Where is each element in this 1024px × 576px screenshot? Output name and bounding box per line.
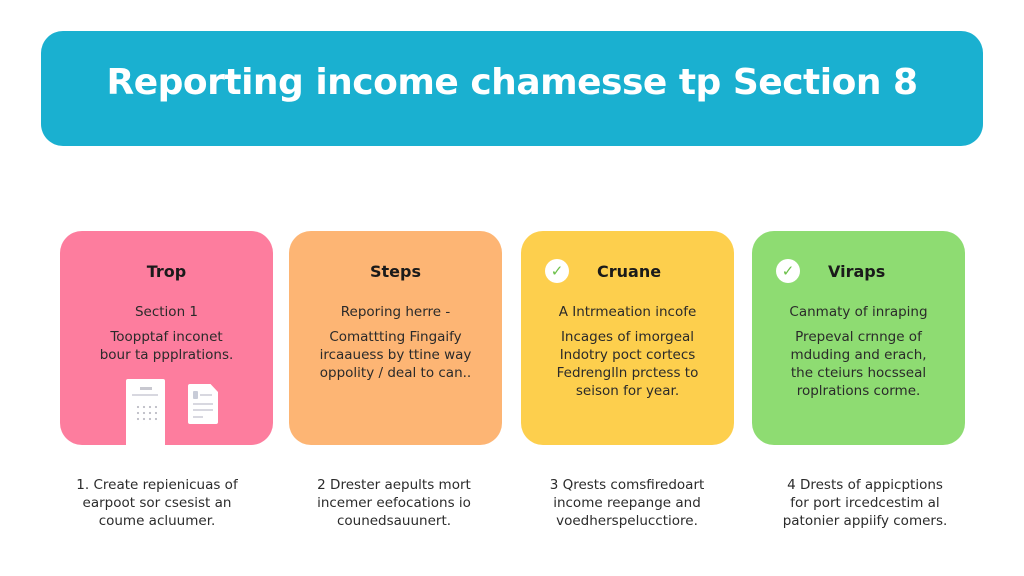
- check-circle-icon: ✓: [776, 259, 800, 283]
- card-lead: Reporing herre -: [340, 304, 451, 320]
- card-title: Trop: [146, 261, 187, 281]
- card-header: Trop: [60, 259, 273, 283]
- step-text-line: for port ircedcestim al: [790, 495, 940, 511]
- card-text-line: the cteiurs hocsseal: [790, 365, 927, 381]
- card-steps: Steps Reporing herre - Comattting Fingai…: [289, 231, 502, 445]
- card-lead: A Intrmeation incofe: [558, 304, 697, 320]
- card-text-line: Fedrenglln prctess to: [556, 365, 699, 381]
- step-text-line: coume acluumer.: [98, 513, 216, 529]
- card-header: Steps: [289, 259, 502, 283]
- card-text-line: Incages of imorgeal: [560, 329, 695, 345]
- step-text-line: 3 Qrests comsfiredoart: [549, 477, 705, 493]
- card-text-line: Indotry poct cortecs: [559, 347, 696, 363]
- card-cruane: ✓ Cruane A Intrmeation incofe Incages of…: [521, 231, 734, 445]
- title-banner: Reporting income chamesse tp Section 8: [41, 31, 983, 146]
- card-text-line: bour ta ppplrations.: [99, 347, 234, 363]
- form-document-icon: [126, 379, 165, 445]
- card-text-line: Toopptaf inconet: [110, 329, 223, 345]
- step-text-line: 2 Drester aepults mort: [317, 477, 471, 493]
- card-lead: Canmaty of inraping: [789, 304, 928, 320]
- card-text-line: seison for year.: [575, 383, 680, 399]
- page-title: Reporting income chamesse tp Section 8: [106, 62, 918, 103]
- step-caption-1: 1. Create repienicuas of earpoot sor cse…: [37, 476, 277, 530]
- card-body: Canmaty of inraping Prepeval crnnge of m…: [762, 303, 955, 400]
- card-body: Section 1 Toopptaf inconet bour ta ppplr…: [70, 303, 263, 364]
- card-title: Steps: [370, 261, 421, 281]
- step-text-line: 1. Create repienicuas of: [76, 477, 238, 493]
- card-text-line: Prepeval crnnge of: [795, 329, 922, 345]
- card-body: A Intrmeation incofe Incages of imorgeal…: [531, 303, 724, 400]
- step-text-line: voedherspelucctiore.: [556, 513, 698, 529]
- step-caption-4: 4 Drests of appicptions for port ircedce…: [745, 476, 985, 530]
- step-text-line: counedsauunert.: [336, 513, 452, 529]
- step-text-line: income reepange and: [553, 495, 701, 511]
- file-document-icon: [188, 384, 218, 424]
- card-viraps: ✓ Viraps Canmaty of inraping Prepeval cr…: [752, 231, 965, 445]
- card-title: Viraps: [828, 261, 886, 281]
- card-text-line: ircaauess by ttine way: [319, 347, 472, 363]
- card-text-line: mduding and erach,: [790, 347, 927, 363]
- documents-icon: [126, 379, 236, 445]
- step-text-line: incemer eefocations io: [317, 495, 471, 511]
- check-circle-icon: ✓: [545, 259, 569, 283]
- card-header: ✓ Viraps: [752, 259, 965, 283]
- card-title: Cruane: [597, 261, 662, 281]
- step-caption-3: 3 Qrests comsfiredoart income reepange a…: [507, 476, 747, 530]
- card-body: Reporing herre - Comattting Fingaify irc…: [299, 303, 492, 382]
- card-text-line: roplrations corme.: [796, 383, 921, 399]
- step-text-line: earpoot sor csesist an: [82, 495, 232, 511]
- step-text-line: 4 Drests of appicptions: [787, 477, 943, 493]
- step-text-line: patonier appiify comers.: [782, 513, 948, 529]
- card-text-line: Comattting Fingaify: [329, 329, 462, 345]
- card-lead: Section 1: [134, 304, 199, 320]
- card-header: ✓ Cruane: [521, 259, 734, 283]
- card-text-line: oppolity / deal to can..: [319, 365, 472, 381]
- card-trop: Trop Section 1 Toopptaf inconet bour ta …: [60, 231, 273, 445]
- step-caption-2: 2 Drester aepults mort incemer eefocatio…: [274, 476, 514, 530]
